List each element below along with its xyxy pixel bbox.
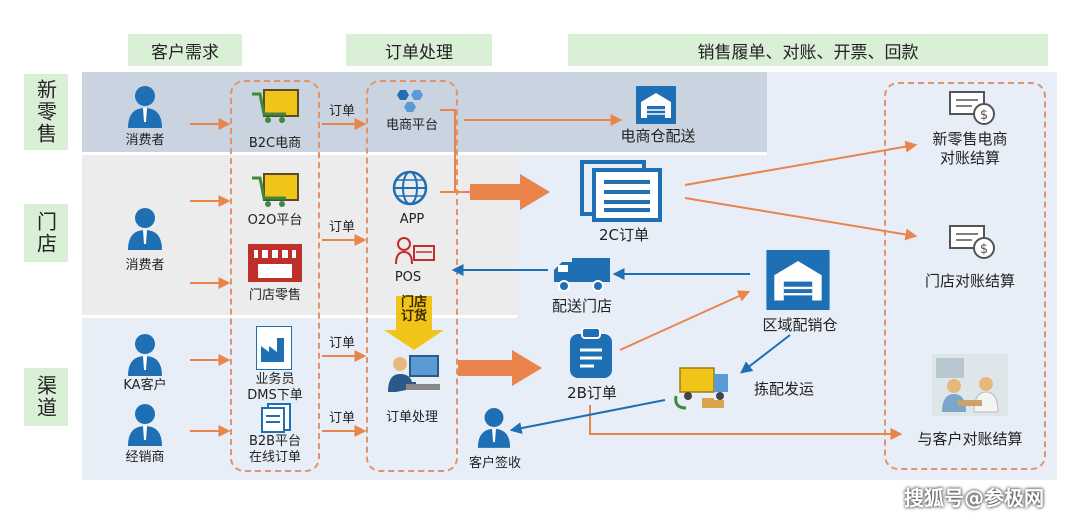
store-order-text: 门店 订货 <box>400 295 427 324</box>
customer-sign-icon <box>477 408 511 448</box>
group-settlement <box>884 82 1046 470</box>
store-retail-label: 门店零售 <box>248 288 301 303</box>
pos-cashier-icon <box>395 237 435 265</box>
document-stack-icon <box>580 160 662 222</box>
ec-platform-label: 电商平台 <box>385 118 438 133</box>
distributor-label: 经销商 <box>125 450 165 465</box>
big-arrow-2b <box>458 350 542 386</box>
arrow-label-order-3: 订单 <box>328 336 355 351</box>
delivery-truck-icon <box>554 258 610 292</box>
svg-text:$: $ <box>980 108 988 123</box>
bill-dollar-icon: $ <box>949 91 995 125</box>
document-copy-icon <box>261 403 291 433</box>
consumer-icon <box>128 86 162 128</box>
row-label-store: 门店 <box>24 204 68 262</box>
ka-customer-label: KA客户 <box>123 378 167 393</box>
group-order-systems <box>366 80 458 472</box>
settle-new-label: 新零售电商 对账结算 <box>910 130 1030 168</box>
big-arrow-2c <box>470 174 550 210</box>
consumer-icon <box>128 208 162 250</box>
consumer-label-1: 消费者 <box>125 133 165 148</box>
settle-new-text: 新零售电商 对账结算 <box>932 130 1008 167</box>
store-order-label: 门店 订货 <box>396 296 432 324</box>
settle-cust-label: 与客户对账结算 <box>917 430 1023 448</box>
globe-icon <box>392 170 428 206</box>
regional-wh-label: 区域配销仓 <box>762 316 838 334</box>
o2o-label: O2O平台 <box>247 213 303 228</box>
shopping-cart-screen-icon <box>252 89 299 123</box>
hexagon-network-icon <box>397 90 423 112</box>
warehouse-icon <box>766 250 830 310</box>
order-proc-label: 订单处理 <box>385 410 438 425</box>
row-label-new-retail: 新零售 <box>24 74 68 150</box>
computer-user-icon <box>388 355 440 392</box>
settle-store-label: 门店对账结算 <box>924 272 1015 290</box>
warehouse-icon <box>636 86 676 124</box>
customer-sign-label: 客户签收 <box>468 456 521 471</box>
pos-label: POS <box>394 270 422 285</box>
factory-document-icon <box>256 326 292 370</box>
b2b-label-text: B2B平台 在线订单 <box>248 434 302 465</box>
header-demand: 客户需求 <box>128 34 242 66</box>
meeting-photo-icon <box>932 354 1008 416</box>
arrow-label-order-2: 订单 <box>328 220 355 235</box>
arrow-label-order-1: 订单 <box>328 104 355 119</box>
ka-customer-icon <box>128 334 162 376</box>
header-order: 订单处理 <box>346 34 492 66</box>
deliver-store-label: 配送门店 <box>551 297 612 315</box>
header-fulfil: 销售履单、对账、开票、回款 <box>568 34 1048 66</box>
watermark: 搜狐号@参极网 <box>904 486 1044 510</box>
shipping-truck-boxes-icon <box>674 367 728 410</box>
distributor-icon <box>128 404 162 446</box>
pick-ship-label: 拣配发运 <box>753 380 814 398</box>
group-channels <box>230 80 320 472</box>
storefront-icon <box>248 244 302 282</box>
arrow-label-order-4: 订单 <box>328 411 355 426</box>
ec-wh-label: 电商仓配送 <box>620 127 696 145</box>
order-2c-label: 2C订单 <box>598 226 650 244</box>
svg-text:$: $ <box>980 242 988 257</box>
b2b-label: B2B平台 在线订单 <box>236 434 314 466</box>
shopping-cart-screen-icon <box>252 173 299 207</box>
dms-label-text: 业务员 DMS下单 <box>247 372 303 403</box>
row-label-channel: 渠道 <box>24 368 68 426</box>
store-order-arrow <box>384 296 444 350</box>
consumer-label-2: 消费者 <box>125 258 165 273</box>
dms-label: 业务员 DMS下单 <box>236 372 314 404</box>
bill-dollar-icon: $ <box>949 225 995 259</box>
clipboard-icon <box>570 328 612 378</box>
app-label: APP <box>399 212 425 227</box>
b2c-label: B2C电商 <box>248 136 302 151</box>
order-2b-label: 2B订单 <box>567 384 617 402</box>
